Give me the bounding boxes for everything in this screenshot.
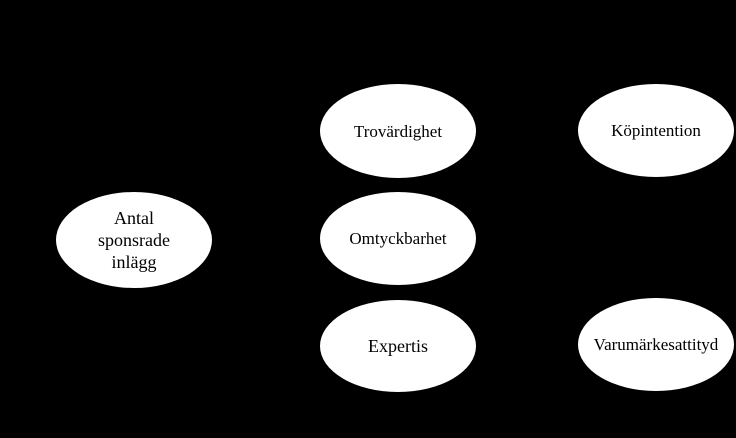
node-antal-sponsrade-inlagg: Antal sponsrade inlägg bbox=[56, 192, 212, 288]
node-label: Trovärdighet bbox=[353, 121, 443, 141]
node-kopintention: Köpintention bbox=[578, 84, 734, 177]
node-trovardighet: Trovärdighet bbox=[320, 84, 476, 178]
node-label: Köpintention bbox=[611, 121, 701, 140]
node-varumarkesattityd: Varumärkesattityd bbox=[578, 298, 734, 391]
node-omtyckbarhet: Omtyckbarhet bbox=[320, 192, 476, 285]
node-expertis: Expertis bbox=[320, 300, 476, 392]
node-label: Varumärkesattityd bbox=[593, 335, 719, 354]
node-label: Omtyckbarhet bbox=[349, 229, 447, 248]
node-label: Expertis bbox=[368, 335, 428, 356]
node-label: Antal sponsrade inlägg bbox=[98, 208, 170, 272]
